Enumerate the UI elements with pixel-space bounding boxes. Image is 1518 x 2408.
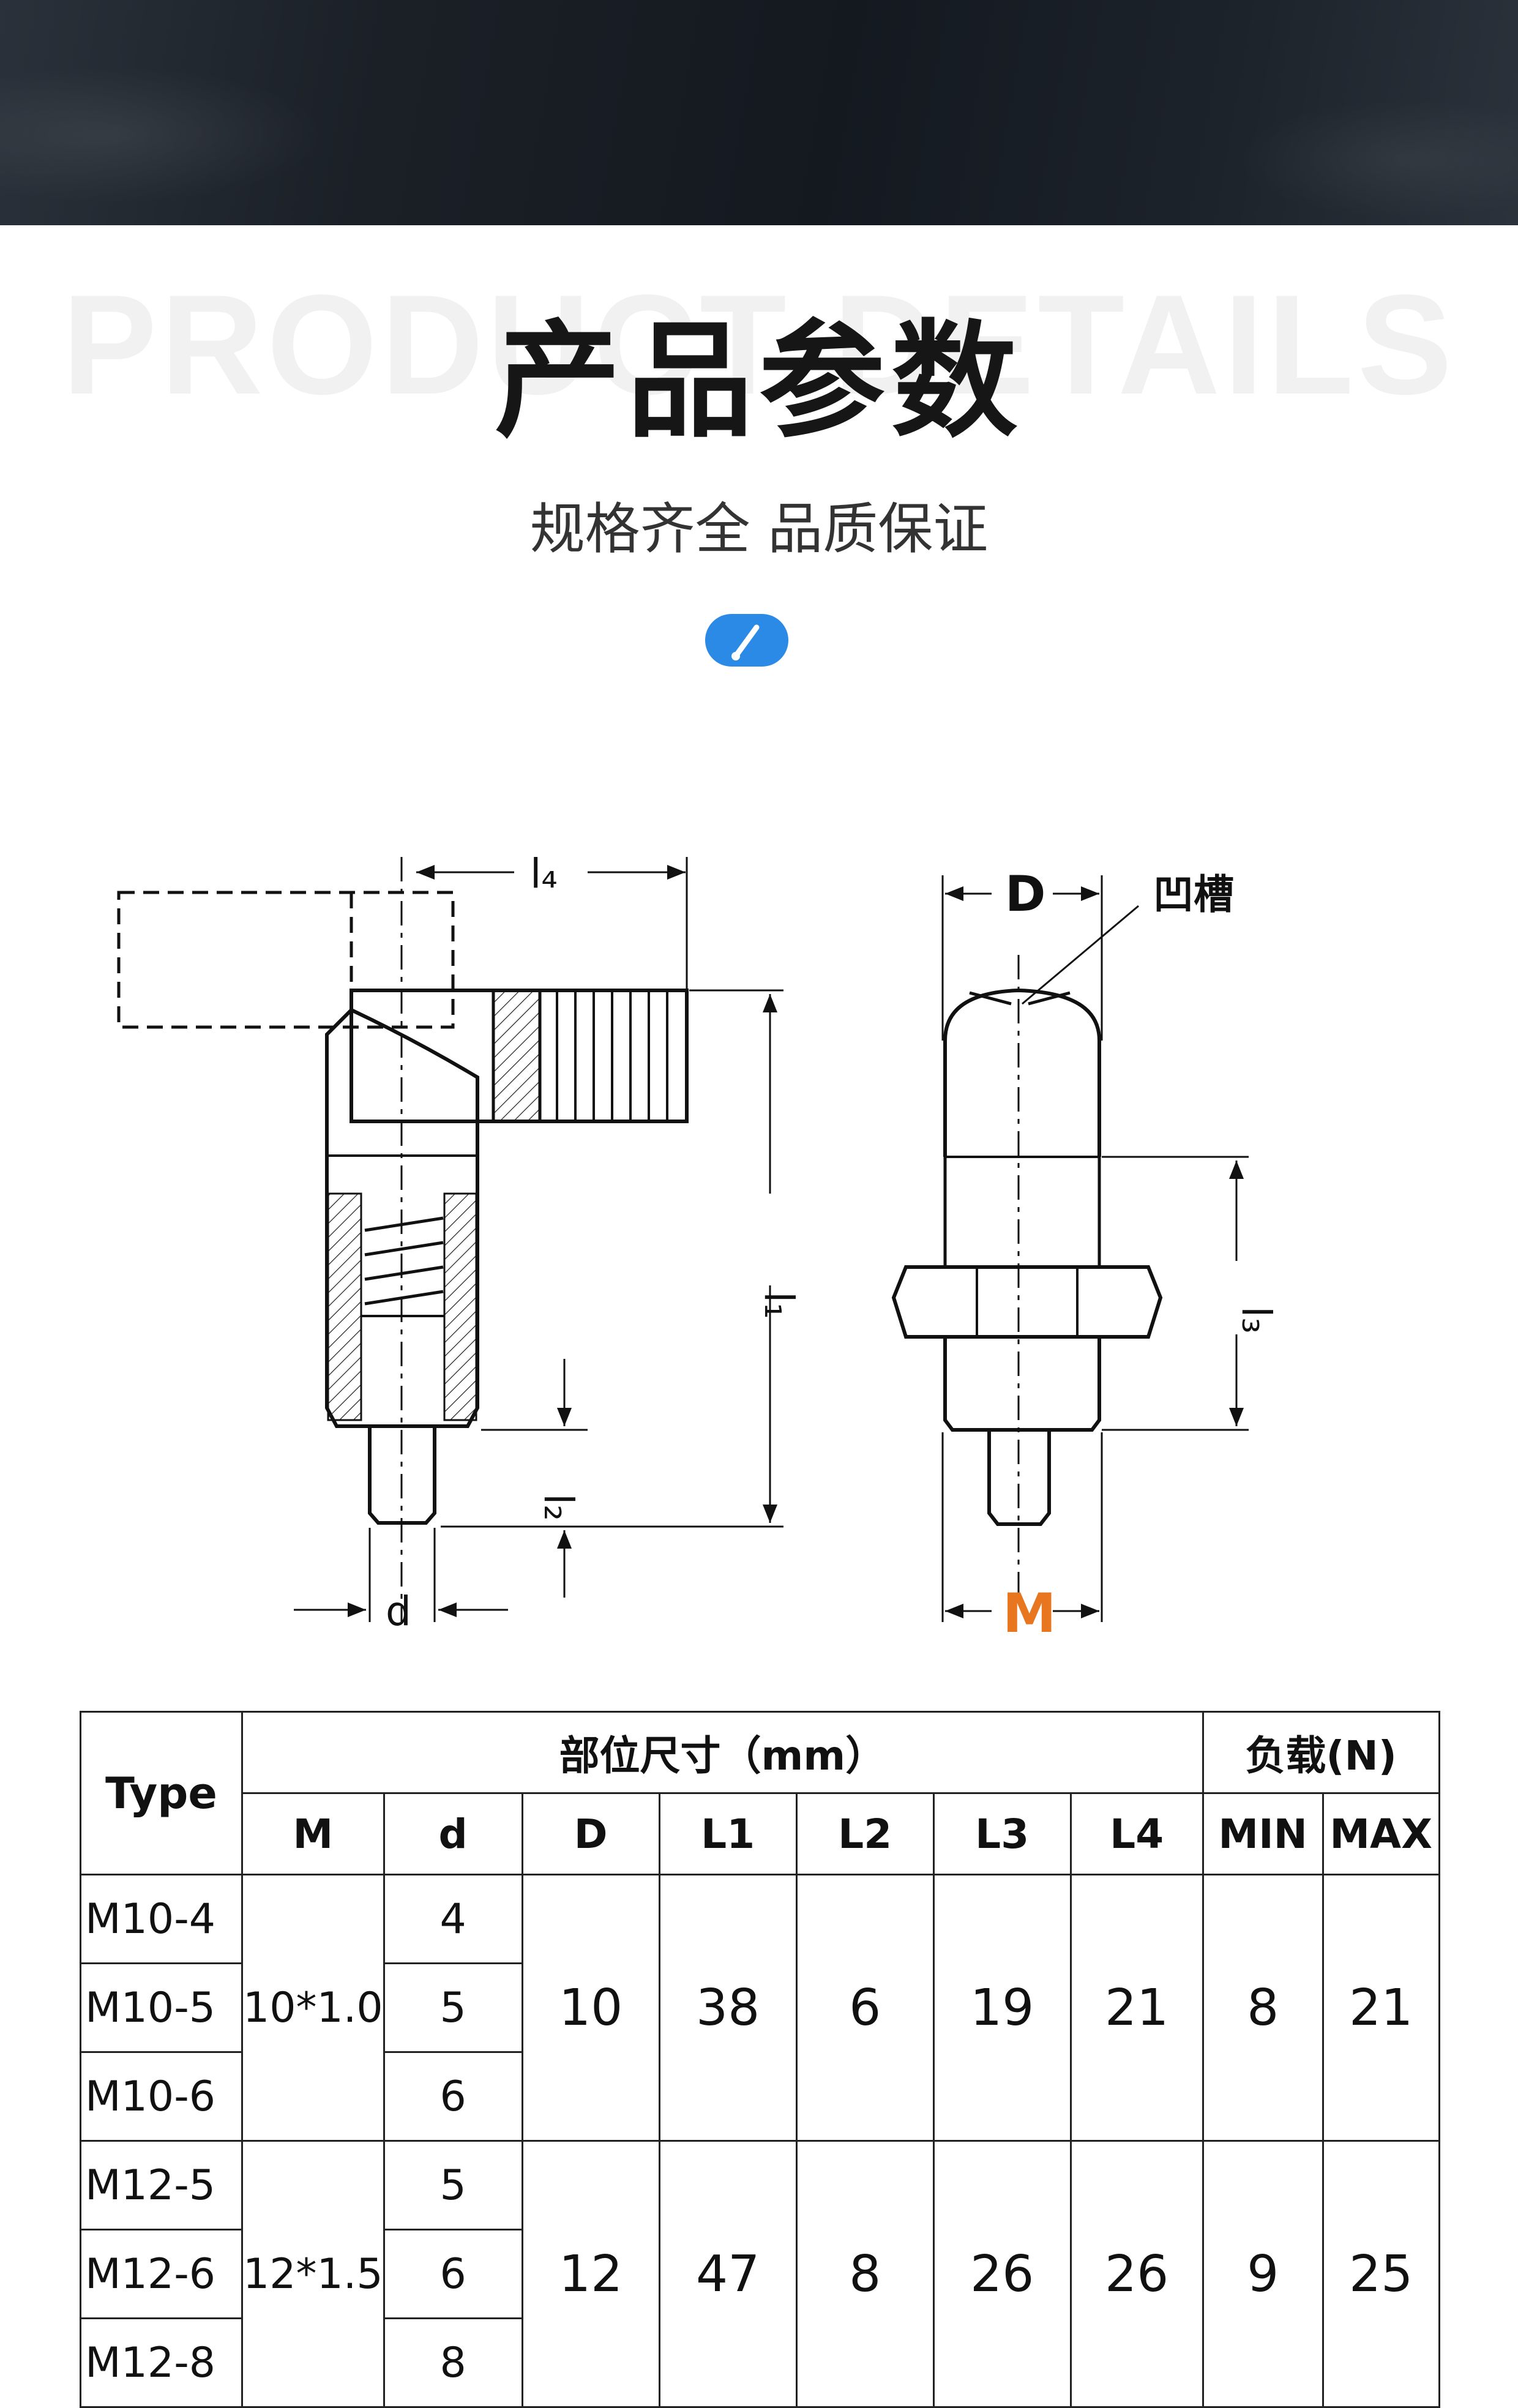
table-row: M12-6 6: [80, 2229, 1440, 2319]
label-D: D: [1005, 866, 1045, 922]
cell-L3: 26: [932, 2140, 1072, 2408]
cell-D: 10: [521, 1874, 660, 2142]
table-row: M12-5 12*1.5 5 12 47 8 26 26 9 25: [80, 2140, 1440, 2408]
header-col-L4: L4: [1069, 1792, 1204, 1875]
header-col-M: M: [241, 1792, 385, 1875]
table-row: M10-6 6: [80, 2051, 1440, 2142]
side-dimensions: [294, 857, 783, 1622]
pin-tip: [987, 1430, 1051, 1526]
cell-L1: 38: [658, 1874, 798, 2142]
cell-type: M10-4: [80, 1874, 243, 1964]
cell-L4: 21: [1069, 1874, 1204, 2142]
top-banner: [0, 0, 1518, 225]
label-l4: l₄: [530, 850, 558, 897]
cell-type: M12-8: [80, 2317, 243, 2408]
cell-MAX: 21: [1322, 1874, 1440, 2142]
cell-type: M12-5: [80, 2140, 243, 2230]
page-title: 产品参数: [494, 308, 1023, 455]
page-subtitle: 规格齐全 品质保证: [529, 497, 989, 561]
header-col-L2: L2: [795, 1792, 935, 1875]
header-type: Type: [80, 1711, 243, 1875]
technical-drawing: l₄ l₁ l₂ d D 凹槽 l₃ M: [117, 850, 1280, 1645]
cell-type: M12-6: [80, 2229, 243, 2319]
cell-MIN: 8: [1202, 1874, 1324, 2142]
cell-L2: 8: [795, 2140, 935, 2408]
cell-M: 10*1.0: [241, 1874, 385, 2142]
hex-nut: [891, 1265, 1163, 1339]
table-row: M10-5 5: [80, 1962, 1440, 2053]
cell-d: 4: [383, 1874, 523, 1964]
cell-M: 12*1.5: [241, 2140, 385, 2408]
header-col-L3: L3: [932, 1792, 1072, 1875]
cell-type: M10-5: [80, 1962, 243, 2053]
header-dimensions: 部位尺寸（mm）: [241, 1711, 1204, 1794]
cell-d: 5: [383, 1962, 523, 2053]
screwdriver-icon: [731, 624, 760, 660]
cell-L1: 47: [658, 2140, 798, 2408]
label-d: d: [386, 1588, 411, 1635]
cell-L2: 6: [795, 1874, 935, 2142]
header-col-MAX: MAX: [1322, 1792, 1440, 1875]
cell-L4: 26: [1069, 2140, 1204, 2408]
watermark-text: PRODUCT DETAILS: [62, 266, 1456, 424]
cell-d: 6: [383, 2229, 523, 2319]
label-l2: l₂: [535, 1494, 582, 1521]
label-l1: l₁: [755, 1292, 802, 1319]
cell-MAX: 25: [1322, 2140, 1440, 2408]
cell-MIN: 9: [1202, 2140, 1324, 2408]
front-view: [891, 955, 1163, 1604]
label-M: M: [1003, 1582, 1056, 1645]
pin-head: [943, 988, 1101, 1157]
header-col-d: d: [383, 1792, 523, 1875]
header-load: 负载(N): [1202, 1711, 1440, 1794]
cell-D: 12: [521, 2140, 660, 2408]
label-l3: l₃: [1233, 1306, 1280, 1334]
screwdriver-badge: [705, 614, 788, 667]
handle-alt-position: [117, 891, 455, 1029]
body: [325, 1008, 479, 1428]
header-col-D: D: [521, 1792, 660, 1875]
cell-d: 5: [383, 2140, 523, 2230]
header-col-L1: L1: [658, 1792, 798, 1875]
cell-d: 8: [383, 2317, 523, 2408]
header-col-MIN: MIN: [1202, 1792, 1324, 1875]
label-groove: 凹槽: [1153, 871, 1234, 918]
side-view: [117, 857, 689, 1622]
table-row: M10-4 10*1.0 4 10 38 6 19 21 8 21: [80, 1874, 1440, 2142]
parameter-table: Type 部位尺寸（mm） 负载(N) M d D L1 L2 L3 L4 MI…: [80, 1711, 1440, 2408]
cell-L3: 19: [932, 1874, 1072, 2142]
cell-d: 6: [383, 2051, 523, 2142]
cell-type: M10-6: [80, 2051, 243, 2142]
thread: [943, 1337, 1101, 1432]
front-dimensions: [941, 875, 1249, 1622]
